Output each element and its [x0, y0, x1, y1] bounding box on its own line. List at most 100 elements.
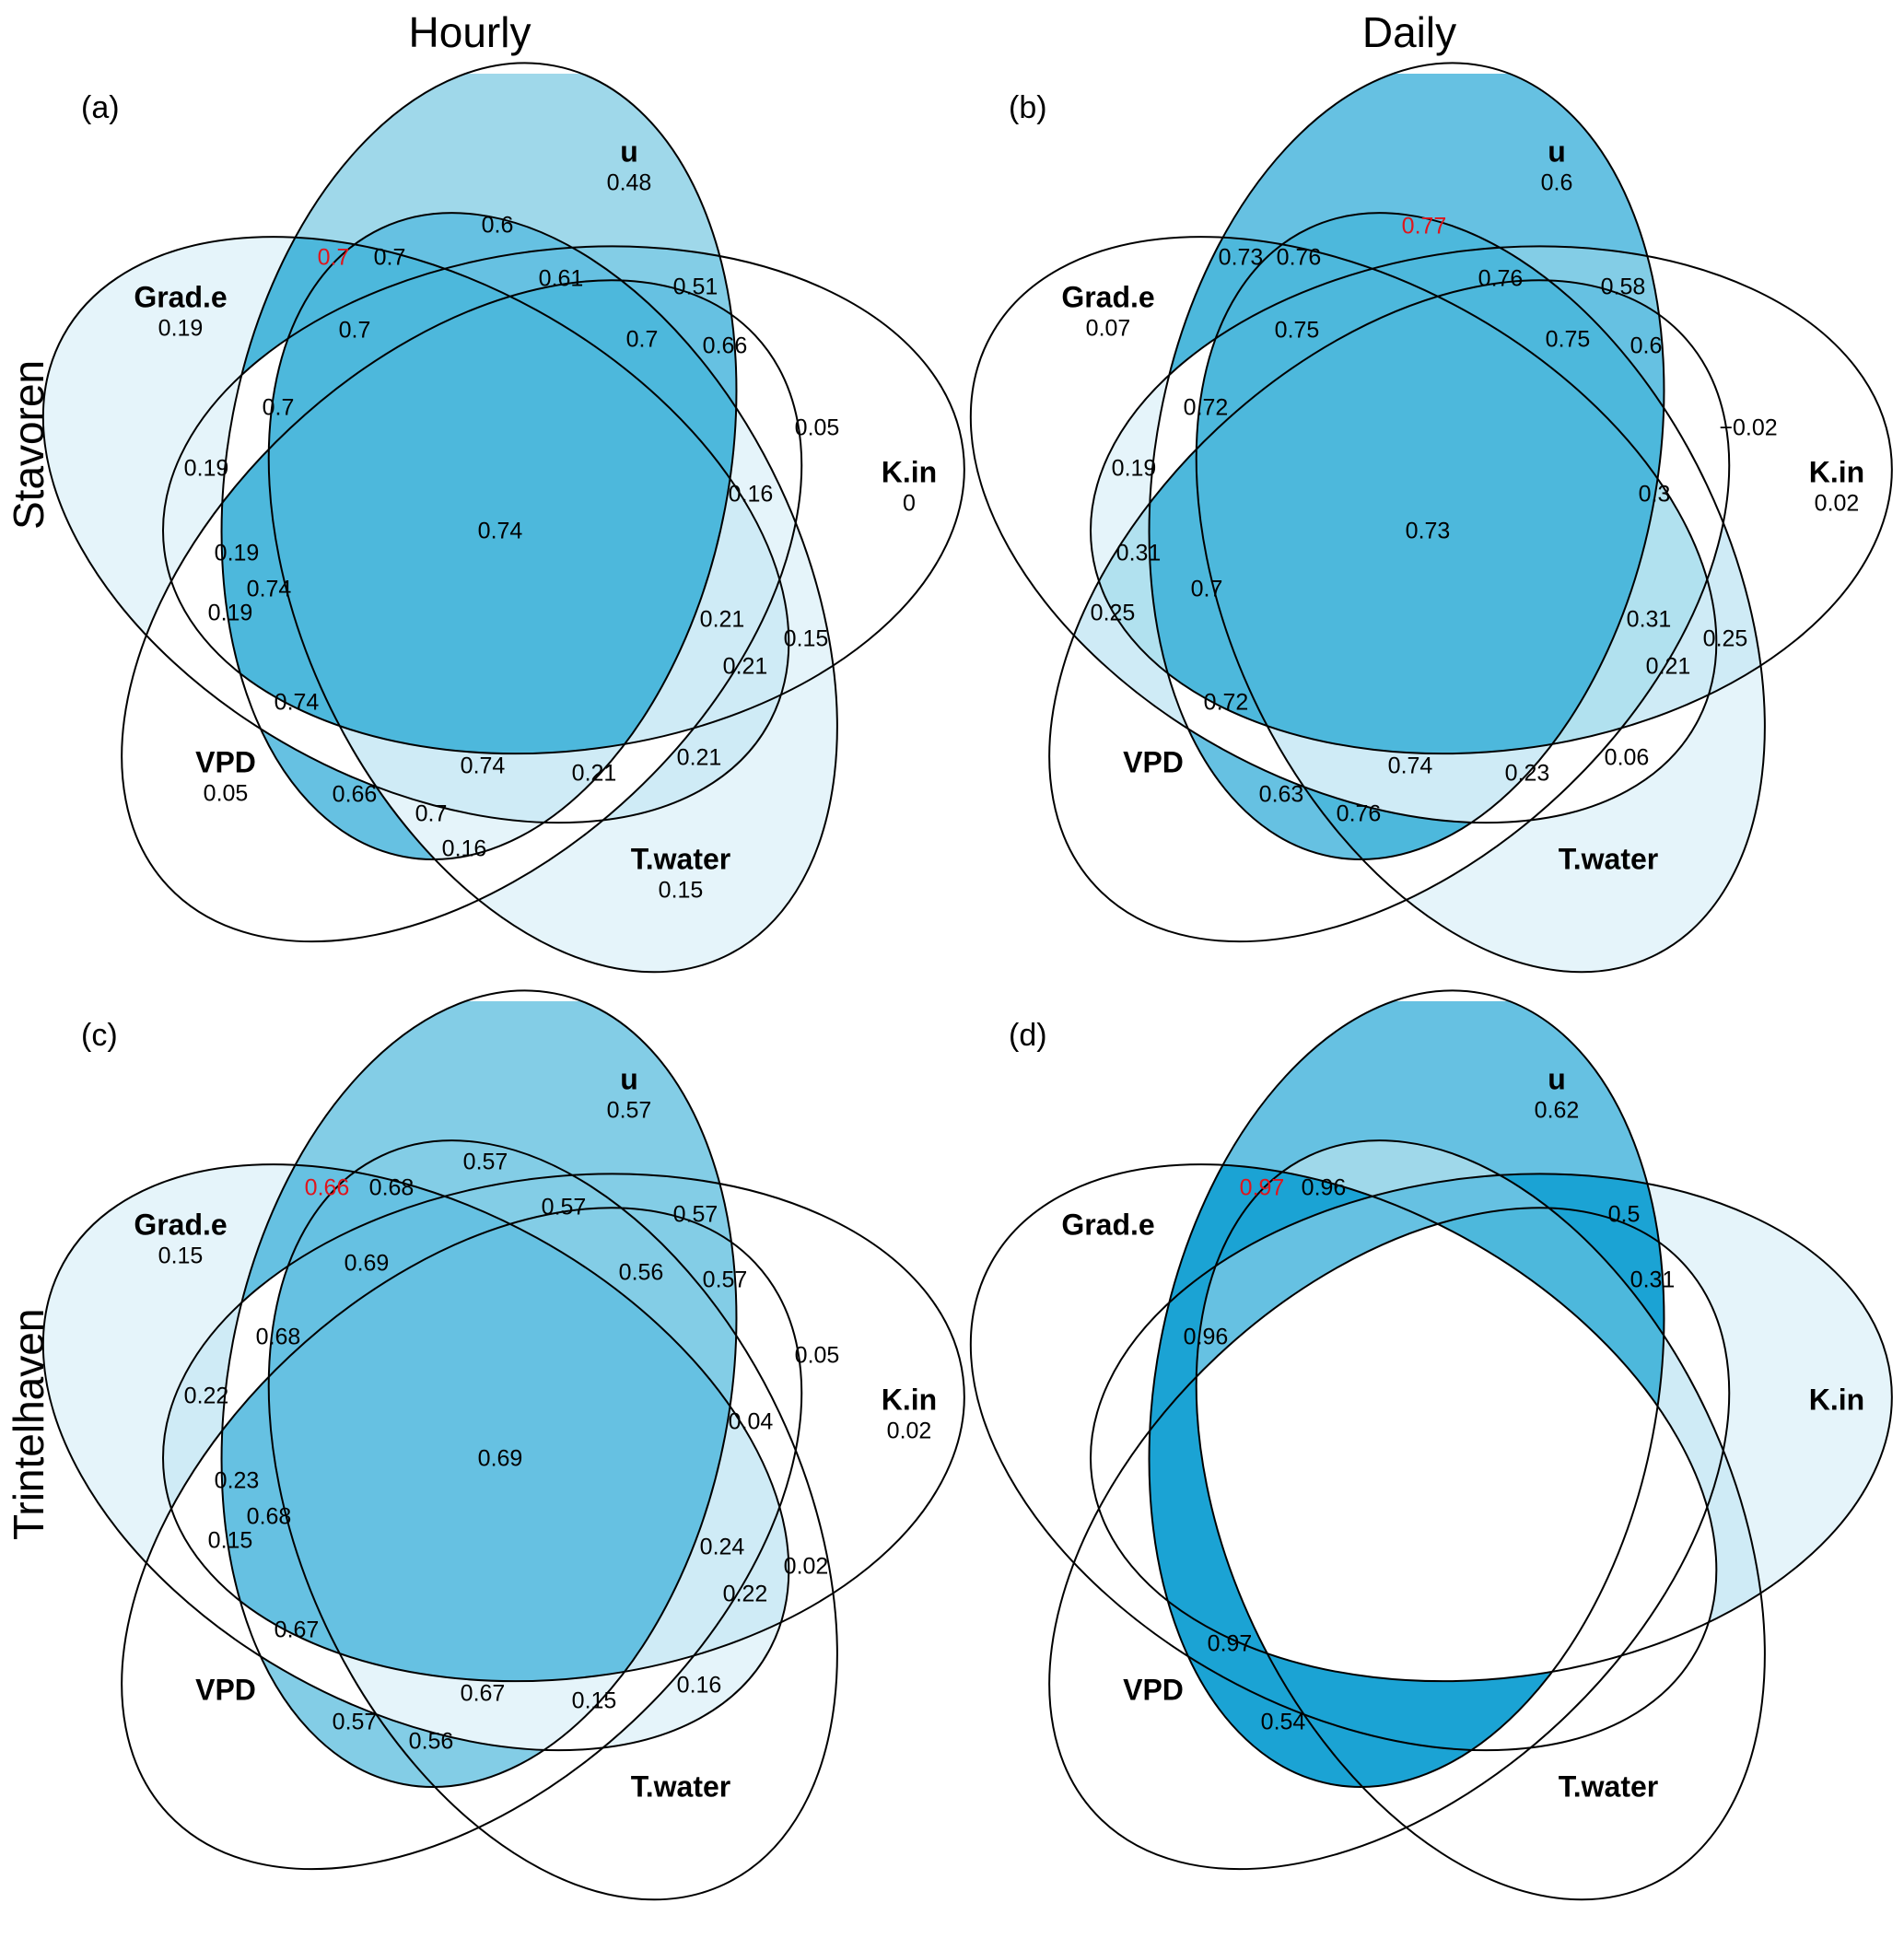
region-value-max: 0.66 — [304, 1174, 350, 1201]
region-value: 0.96 — [1301, 1174, 1347, 1201]
region-value: 0.74 — [460, 753, 506, 779]
region-value: 0.21 — [722, 653, 768, 680]
ellipse-grad-e — [969, 236, 1718, 824]
region-value: 0.7 — [338, 317, 371, 344]
set-label: Grad.e — [1061, 280, 1155, 314]
ellipse-k-in — [1090, 245, 1893, 755]
region-value: 0.97 — [1207, 1630, 1253, 1657]
ellipse-t-water — [1195, 212, 1766, 974]
venn-region-fills — [18, 1001, 967, 1950]
venn-outlines — [41, 62, 965, 974]
set-label: Grad.e — [134, 1208, 228, 1242]
region-value: 0.57 — [462, 1149, 508, 1175]
set-label: T.water — [1558, 842, 1659, 876]
region-value: 0.74 — [1387, 753, 1433, 779]
region-value: 0.24 — [699, 1534, 745, 1560]
region-value: 0.31 — [1116, 540, 1162, 566]
region-value: 0.96 — [1183, 1324, 1229, 1350]
panel-label: (d) — [1009, 1018, 1047, 1053]
set-label: u — [1548, 134, 1566, 169]
region-value: 0.57 — [672, 1201, 718, 1228]
region-value: 0.76 — [1478, 265, 1524, 292]
region-value: 0.67 — [274, 1617, 320, 1643]
region-value: 0.76 — [1276, 244, 1322, 271]
region-value: 0.57 — [332, 1709, 378, 1735]
region-value: 0.74 — [274, 689, 320, 716]
region-value: 0.7 — [262, 394, 295, 421]
region-value: 0.04 — [728, 1408, 774, 1435]
ellipse-grad-e — [41, 1163, 790, 1752]
region-value-max: 0.97 — [1239, 1174, 1285, 1201]
ellipse-u — [220, 989, 738, 1788]
set-label: K.in — [881, 455, 938, 489]
set-only-value: 0 — [903, 490, 916, 517]
region-value: 0.05 — [794, 1342, 840, 1369]
set-only-value: 0.02 — [886, 1418, 932, 1444]
ellipse-t-water — [267, 1139, 838, 1901]
region-value: 0.76 — [1336, 800, 1382, 827]
region-value: 0.05 — [794, 415, 840, 441]
region-value: 0.56 — [408, 1728, 454, 1755]
set-only-value: 0.62 — [1534, 1097, 1580, 1124]
region-value: 0.15 — [207, 1527, 253, 1554]
region-value: 0.74 — [477, 518, 523, 544]
region-value: 0.68 — [368, 1174, 415, 1201]
region-value: 0.7 — [373, 244, 406, 271]
ellipse-k-in — [1090, 1173, 1893, 1683]
ellipse-grad-e — [41, 236, 790, 824]
set-only-value: 0.15 — [658, 877, 704, 904]
panel-label: (b) — [1009, 90, 1047, 125]
set-only-value: 0.07 — [1085, 315, 1131, 342]
region-value: 0.5 — [1607, 1201, 1641, 1228]
ellipse-u — [220, 62, 738, 860]
column-title-daily: Daily — [1361, 8, 1457, 56]
set-label: VPD — [195, 1673, 256, 1707]
venn-outlines — [41, 989, 965, 1901]
region-value: 0.15 — [783, 625, 829, 652]
region-value: 0.73 — [1405, 518, 1451, 544]
set-label: VPD — [1123, 745, 1184, 779]
set-only-value: 0.48 — [606, 169, 652, 196]
ellipse-grad-e — [969, 1163, 1718, 1752]
ellipse-vpd — [121, 1207, 803, 1871]
ellipse-t-water — [1195, 1139, 1766, 1901]
region-value: 0.69 — [344, 1250, 390, 1277]
region-value: 0.16 — [728, 481, 774, 508]
region-value: 0.63 — [1258, 781, 1304, 808]
region-value-max: 0.7 — [317, 244, 350, 271]
ellipse-u — [1148, 62, 1665, 860]
set-label: K.in — [1808, 1383, 1865, 1417]
region-value-max: 0.77 — [1401, 213, 1447, 239]
region-value: 0.31 — [1626, 606, 1672, 633]
ellipse-vpd — [121, 279, 803, 943]
region-value: 0.75 — [1274, 317, 1320, 344]
region-value: 0.16 — [676, 1672, 722, 1699]
region-value: 0.7 — [625, 326, 659, 353]
region-value: 0.54 — [1260, 1709, 1306, 1735]
region-value: 0.19 — [207, 600, 253, 626]
venn-region-fills — [946, 74, 1895, 1022]
venn-outlines — [969, 989, 1893, 1901]
venn-region-fills — [946, 1001, 1895, 1950]
set-label: T.water — [1558, 1769, 1659, 1804]
region-value: 0.57 — [702, 1267, 748, 1293]
panel-label: (c) — [81, 1018, 118, 1053]
region-value: 0.72 — [1183, 394, 1229, 421]
ellipse-vpd — [1048, 279, 1731, 943]
region-value: 0.06 — [1604, 744, 1650, 771]
set-label: T.water — [630, 842, 731, 876]
set-only-value: 0.6 — [1540, 169, 1573, 196]
region-value: 0.22 — [183, 1383, 229, 1409]
set-only-value: 0.57 — [606, 1097, 652, 1124]
set-label: u — [620, 1062, 638, 1096]
region-value: 0.25 — [1090, 600, 1136, 626]
set-only-value: 0.02 — [1814, 490, 1860, 517]
region-value: 0.16 — [441, 835, 487, 862]
region-value: 0.21 — [699, 606, 745, 633]
region-value: 0.61 — [538, 265, 584, 292]
region-value: 0.25 — [1702, 625, 1748, 652]
set-label: u — [620, 134, 638, 169]
region-value: 0.02 — [783, 1553, 829, 1580]
